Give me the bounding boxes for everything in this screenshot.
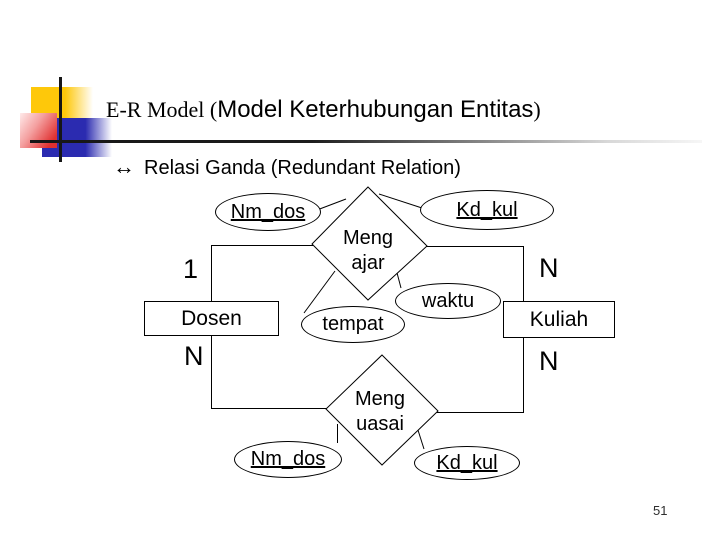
entity-kuliah: Kuliah bbox=[503, 301, 615, 338]
attribute-nm-dos-bottom-label: Nm_dos bbox=[250, 448, 326, 470]
entity-kuliah-label: Kuliah bbox=[529, 307, 589, 331]
attribute-waktu: waktu bbox=[395, 283, 501, 319]
mengajar-label-line1: Meng bbox=[342, 227, 394, 249]
cardinality-dosen-menguasai: N bbox=[184, 341, 204, 371]
title-main-text: Model Keterhubungan Entitas bbox=[217, 96, 534, 123]
cardinality-kuliah-menguasai: N bbox=[539, 346, 559, 376]
double-arrow-icon: ↔ bbox=[113, 154, 135, 179]
attribute-tempat-label: tempat bbox=[322, 313, 384, 335]
subtitle-text: Relasi Ganda (Redundant Relation) bbox=[144, 157, 461, 179]
menguasai-label-line2: uasai bbox=[356, 413, 404, 435]
mengajar-diamond bbox=[311, 186, 428, 301]
title-serif-prefix: E-R Model ( bbox=[106, 97, 218, 122]
menguasai-diamond bbox=[325, 354, 439, 466]
entity-dosen: Dosen bbox=[144, 301, 279, 336]
mengajar-label-line2: ajar bbox=[351, 252, 385, 274]
attribute-nm-dos-top-label: Nm_dos bbox=[230, 200, 306, 223]
attribute-kd-kul-top-label: Kd_kul bbox=[456, 198, 518, 221]
decoration-vertical-line bbox=[59, 77, 62, 162]
attribute-waktu-label: waktu bbox=[421, 289, 475, 312]
attribute-tempat: tempat bbox=[301, 306, 405, 343]
menguasai-relationship-label: Meng uasai bbox=[330, 387, 430, 437]
attribute-nm-dos-top: Nm_dos bbox=[215, 193, 321, 231]
menguasai-label-line1: Meng bbox=[354, 388, 406, 410]
attribute-kd-kul-bottom: Kd_kul bbox=[414, 446, 520, 480]
attribute-kd-kul-bottom-label: Kd_kul bbox=[436, 451, 498, 474]
slide-title: E-R Model (Model Keterhubungan Entitas) bbox=[106, 96, 541, 124]
cardinality-dosen-mengajar: 1 bbox=[183, 254, 199, 284]
mengajar-relationship-label: Meng ajar bbox=[318, 226, 418, 276]
title-divider-line bbox=[30, 140, 702, 143]
relationship-frame-lines bbox=[211, 245, 524, 413]
attribute-nm-dos-bottom: Nm_dos bbox=[234, 441, 342, 478]
title-serif-suffix: ) bbox=[533, 97, 541, 122]
entity-dosen-label: Dosen bbox=[181, 306, 242, 330]
slide-subtitle: ↔ Relasi Ganda (Redundant Relation) bbox=[113, 154, 461, 180]
attribute-kd-kul-top: Kd_kul bbox=[420, 190, 554, 230]
page-number: 51 bbox=[653, 503, 668, 518]
cardinality-kuliah-mengajar: N bbox=[539, 253, 559, 283]
